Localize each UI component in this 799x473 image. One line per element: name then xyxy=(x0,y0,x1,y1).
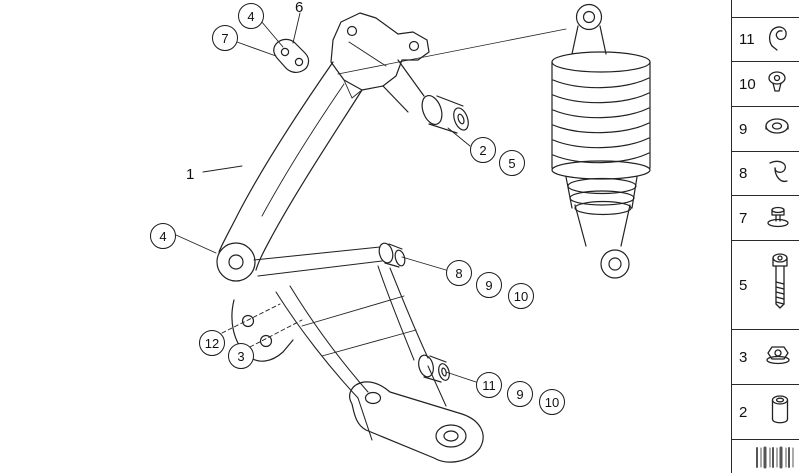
sidebar-item-2[interactable]: 2 xyxy=(732,385,799,440)
part-number: 7 xyxy=(739,209,748,227)
part-number: 10 xyxy=(739,75,756,93)
sidebar-item-11[interactable]: 11 xyxy=(732,18,799,62)
callout-5[interactable]: 5 xyxy=(499,150,525,176)
flange-nut-icon xyxy=(765,343,791,372)
part-label-6: 6 xyxy=(295,0,304,16)
part-number: 9 xyxy=(739,120,748,138)
part-number: 5 xyxy=(739,276,748,294)
callout-11[interactable]: 11 xyxy=(476,372,502,398)
sidebar-item-5[interactable]: 5 xyxy=(732,241,799,330)
main-arm xyxy=(218,61,363,271)
axis-line xyxy=(337,28,567,75)
lower-bushing xyxy=(418,354,450,383)
part-number: 8 xyxy=(739,165,748,182)
spring-clip-icon xyxy=(765,157,791,190)
part-label-1: 1 xyxy=(186,166,195,183)
part-number: 11 xyxy=(739,31,755,48)
upper-arm xyxy=(382,59,425,113)
callout-10-mid[interactable]: 10 xyxy=(508,283,534,309)
callout-9-bottom[interactable]: 9 xyxy=(507,381,533,407)
callout-7[interactable]: 7 xyxy=(212,25,238,51)
callout-3[interactable]: 3 xyxy=(228,343,254,369)
sidebar-item-8[interactable]: 8 xyxy=(732,152,799,196)
leader-lines xyxy=(175,12,477,383)
button-head-screw-icon xyxy=(765,69,791,100)
bottom-foot xyxy=(349,381,484,463)
callout-10-bottom[interactable]: 10 xyxy=(539,389,565,415)
truss-web xyxy=(253,246,447,441)
callout-4-left[interactable]: 4 xyxy=(150,223,176,249)
callout-2[interactable]: 2 xyxy=(470,137,496,163)
mid-bushing xyxy=(378,242,406,268)
washer-icon xyxy=(763,116,791,143)
gasket-plate xyxy=(273,38,310,73)
socket-bolt-icon xyxy=(769,252,791,319)
upper-bushing xyxy=(421,94,469,134)
part-number: 3 xyxy=(739,348,748,366)
left-boss xyxy=(216,242,256,282)
bracket-top-plate xyxy=(330,12,430,99)
sidebar-item-7[interactable]: 7 xyxy=(732,196,799,241)
barcode xyxy=(756,446,794,469)
callout-9-mid[interactable]: 9 xyxy=(476,272,502,298)
sidebar-item-10[interactable]: 10 xyxy=(732,62,799,107)
screw-with-washer-icon xyxy=(765,203,791,234)
callout-8[interactable]: 8 xyxy=(446,260,472,286)
spacer-sleeve-icon xyxy=(769,394,791,431)
parts-sidebar: 11 10 9 xyxy=(731,0,799,473)
shock-absorber xyxy=(551,3,651,279)
sidebar-top-spacer xyxy=(732,0,799,18)
retaining-clip-icon xyxy=(765,22,791,57)
callout-12[interactable]: 12 xyxy=(199,330,225,356)
sidebar-item-3[interactable]: 3 xyxy=(732,330,799,385)
part-number: 2 xyxy=(739,403,748,421)
callout-4-top[interactable]: 4 xyxy=(238,3,264,29)
sidebar-item-9[interactable]: 9 xyxy=(732,107,799,152)
